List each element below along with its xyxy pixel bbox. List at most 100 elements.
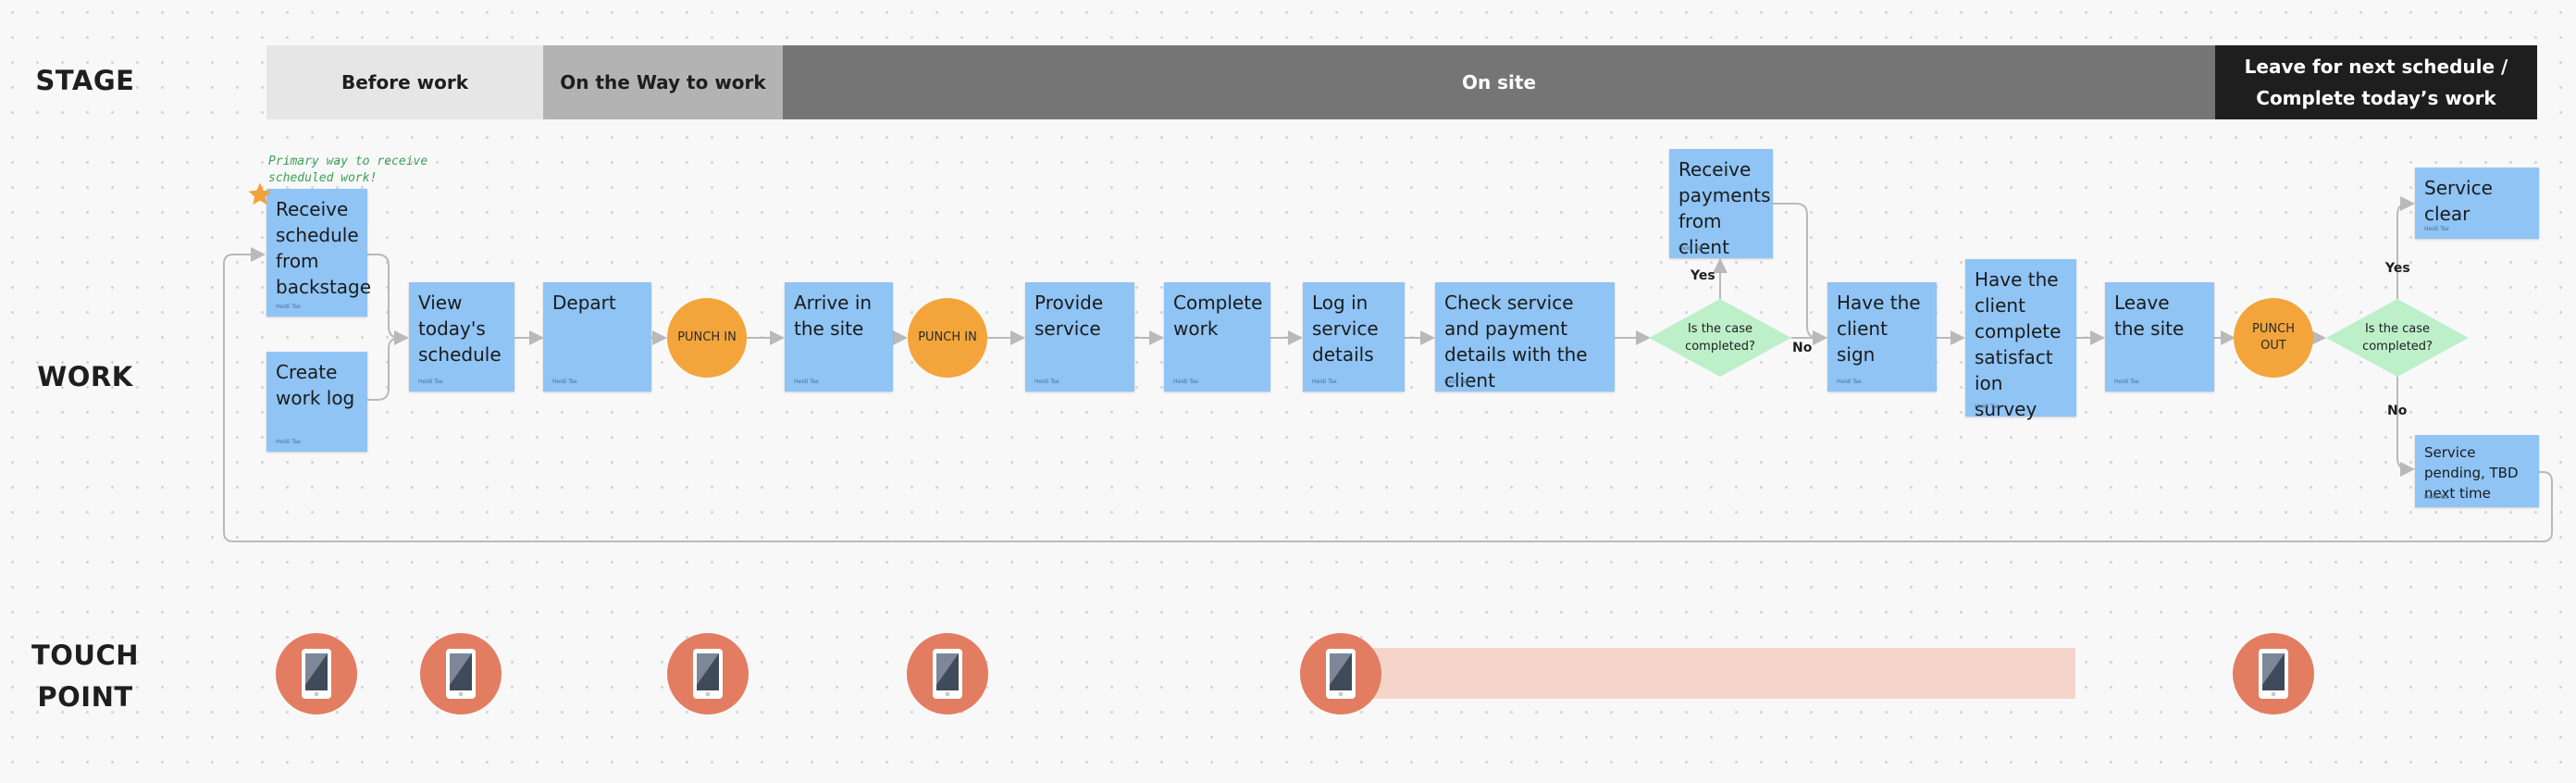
sticky-author: Heidi Tse: [1034, 379, 1059, 385]
touch-point-bar: [1342, 648, 2075, 699]
row-label-touch-point: TOUCH POINT: [11, 635, 159, 718]
sticky-depart[interactable]: Depart Heidi Tse: [543, 282, 651, 392]
punch-out: PUNCH OUT: [2234, 298, 2313, 378]
stage-on-the-way: On the Way to work: [543, 45, 783, 119]
punch-out-line-2: OUT: [2260, 339, 2286, 353]
connector-decision2-no: [2396, 377, 2415, 477]
touch-point-4: [907, 633, 988, 715]
sticky-leave-site[interactable]: Leave the site Heidi Tse: [2105, 282, 2214, 392]
sticky-author: Heidi Tse: [552, 379, 577, 385]
mobile-phone-icon: [933, 649, 962, 699]
touch-point-3: [667, 633, 749, 715]
sticky-receive-schedule[interactable]: Receive schedule from backstage Heidi Ts…: [266, 189, 372, 317]
stage-on-site: On site: [783, 45, 2215, 119]
sticky-author: Heidi Tse: [276, 439, 301, 445]
sticky-create-work-log-text: Create work log: [276, 361, 355, 409]
row-label-work: WORK: [37, 361, 133, 392]
sticky-provide-service[interactable]: Provide service Heidi Tse: [1025, 282, 1134, 392]
sticky-receive-payments[interactable]: Receive payments from client Heidi Tse: [1669, 149, 1773, 258]
sticky-create-work-log[interactable]: Create work log Heidi Tse: [266, 352, 367, 452]
sticky-author: Heidi Tse: [2424, 494, 2449, 501]
decision-case-completed-2: Is the case completed?: [2326, 299, 2469, 377]
sticky-author: Heidi Tse: [276, 304, 301, 310]
decision-2-line-2: completed?: [2362, 340, 2433, 354]
sticky-view-schedule[interactable]: View today's schedule Heidi Tse: [409, 282, 514, 392]
sticky-check-service-text: Check service and payment details with t…: [1444, 292, 1588, 392]
sticky-service-clear-text: Service clear: [2424, 177, 2493, 225]
sticky-author: Heidi Tse: [1975, 404, 2000, 410]
sticky-complete-work[interactable]: Complete work Heidi Tse: [1164, 282, 1270, 392]
sticky-provide-service-text: Provide service: [1034, 292, 1104, 340]
sticky-log-service[interactable]: Log in service details Heidi Tse: [1303, 282, 1405, 392]
sticky-author: Heidi Tse: [1312, 379, 1337, 385]
punch-in-2: PUNCH IN: [908, 298, 987, 378]
mobile-phone-icon: [302, 649, 331, 699]
sticky-depart-text: Depart: [552, 292, 616, 314]
sticky-view-schedule-text: View today's schedule: [418, 292, 502, 366]
decision-1-diamond: [1649, 299, 1791, 377]
sticky-author: Heidi Tse: [794, 379, 819, 385]
connector-loop-back: [223, 247, 2553, 542]
row-label-point: POINT: [37, 681, 133, 713]
connector-create-to-view: [367, 337, 407, 401]
sticky-complete-work-text: Complete work: [1173, 292, 1263, 340]
sticky-author: Heidi Tse: [2424, 226, 2449, 232]
sticky-arrive[interactable]: Arrive in the site Heidi Tse: [785, 282, 893, 392]
sticky-author: Heidi Tse: [1444, 379, 1469, 385]
sticky-survey[interactable]: Have the client complete satisfact ion s…: [1965, 259, 2076, 420]
annotation-note: Primary way to receive scheduled work!: [268, 154, 427, 187]
row-label-stage: STAGE: [35, 65, 135, 96]
sticky-receive-payments-text: Receive payments from client: [1678, 158, 1771, 258]
decision-1-text: Is the case completed?: [1685, 320, 1755, 355]
row-label-touch: TOUCH: [31, 640, 140, 671]
decision-1-line-2: completed?: [1685, 340, 1755, 354]
touch-point-5: [1300, 633, 1381, 715]
sticky-service-pending-text: Service pending, TBD next time: [2424, 444, 2519, 502]
touch-point-1: [276, 633, 357, 715]
sticky-author: Heidi Tse: [418, 379, 443, 385]
connector-decision2-yes: [2396, 196, 2415, 299]
decision-2-diamond: [2326, 299, 2469, 377]
edge-label-d1-no: No: [1792, 341, 1813, 355]
punch-in-1: PUNCH IN: [667, 298, 747, 378]
sticky-client-sign[interactable]: Have the client sign Heidi Tse: [1827, 282, 1937, 392]
mobile-phone-icon: [1326, 649, 1356, 699]
sticky-service-clear[interactable]: Service clear Heidi Tse: [2415, 168, 2539, 239]
punch-in-2-label: PUNCH IN: [918, 330, 977, 344]
sticky-log-service-text: Log in service details: [1312, 292, 1379, 366]
mobile-phone-icon: [693, 649, 723, 699]
annotation-line-2: scheduled work!: [268, 171, 378, 185]
decision-2-line-1: Is the case: [2364, 322, 2431, 336]
punch-out-line-1: PUNCH: [2252, 322, 2295, 336]
mobile-phone-icon: [446, 649, 476, 699]
decision-1-line-1: Is the case: [1687, 322, 1753, 336]
sticky-author: Heidi Tse: [2114, 379, 2139, 385]
sticky-service-pending[interactable]: Service pending, TBD next time Heidi Tse: [2415, 435, 2539, 507]
decision-case-completed-1: Is the case completed?: [1649, 299, 1791, 377]
sticky-client-sign-text: Have the client sign: [1837, 292, 1921, 366]
stage-leave-line-2: Complete today’s work: [2256, 87, 2496, 109]
sticky-check-service[interactable]: Check service and payment details with t…: [1435, 282, 1615, 392]
connector-receive-to-view: [367, 254, 409, 345]
punch-in-1-label: PUNCH IN: [677, 330, 737, 344]
annotation-line-1: Primary way to receive: [268, 155, 428, 168]
punch-out-text: PUNCH OUT: [2252, 321, 2295, 354]
sticky-author: Heidi Tse: [1678, 245, 1703, 252]
sticky-author: Heidi Tse: [1837, 379, 1862, 385]
sticky-leave-site-text: Leave the site: [2114, 292, 2185, 340]
sticky-receive-schedule-text: Receive schedule from backstage: [276, 198, 372, 298]
sticky-survey-text: Have the client complete satisfact ion s…: [1975, 268, 2062, 420]
edge-label-d2-no: No: [2387, 404, 2408, 418]
decision-2-text: Is the case completed?: [2362, 320, 2433, 355]
stage-before-work: Before work: [266, 45, 543, 119]
stage-leave: Leave for next schedule / Complete today…: [2215, 45, 2537, 119]
mobile-phone-icon: [2259, 649, 2288, 699]
stage-leave-line-1: Leave for next schedule /: [2244, 56, 2508, 78]
touch-point-2: [420, 633, 502, 715]
star-icon: [248, 182, 272, 205]
edge-label-d1-yes: Yes: [1690, 268, 1715, 283]
touch-point-6: [2233, 633, 2314, 715]
sticky-author: Heidi Tse: [1173, 379, 1198, 385]
edge-label-d2-yes: Yes: [2385, 261, 2410, 276]
